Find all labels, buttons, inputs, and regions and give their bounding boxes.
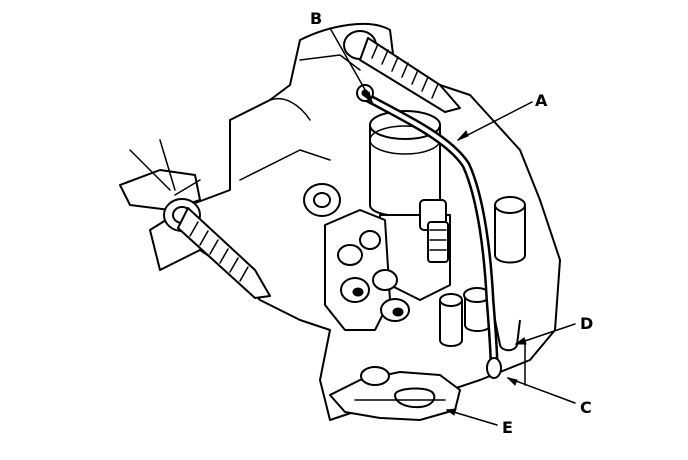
tube-end-fitting — [486, 357, 502, 379]
leader-lines — [329, 27, 576, 426]
callout-b-label: B — [310, 9, 322, 28]
callout-d-label: D — [580, 314, 593, 333]
flange-slot — [394, 387, 436, 409]
solenoid-valve — [369, 110, 451, 301]
left-bolt — [119, 139, 271, 299]
washer — [303, 183, 341, 217]
vacuum-tube — [356, 84, 502, 379]
callout-a-label: A — [535, 91, 548, 110]
callout-c-label: C — [580, 398, 592, 417]
valve-body — [324, 209, 410, 331]
callout-e-label: E — [502, 418, 513, 437]
upper-bolt — [343, 30, 461, 113]
bracket-flange — [329, 366, 461, 421]
